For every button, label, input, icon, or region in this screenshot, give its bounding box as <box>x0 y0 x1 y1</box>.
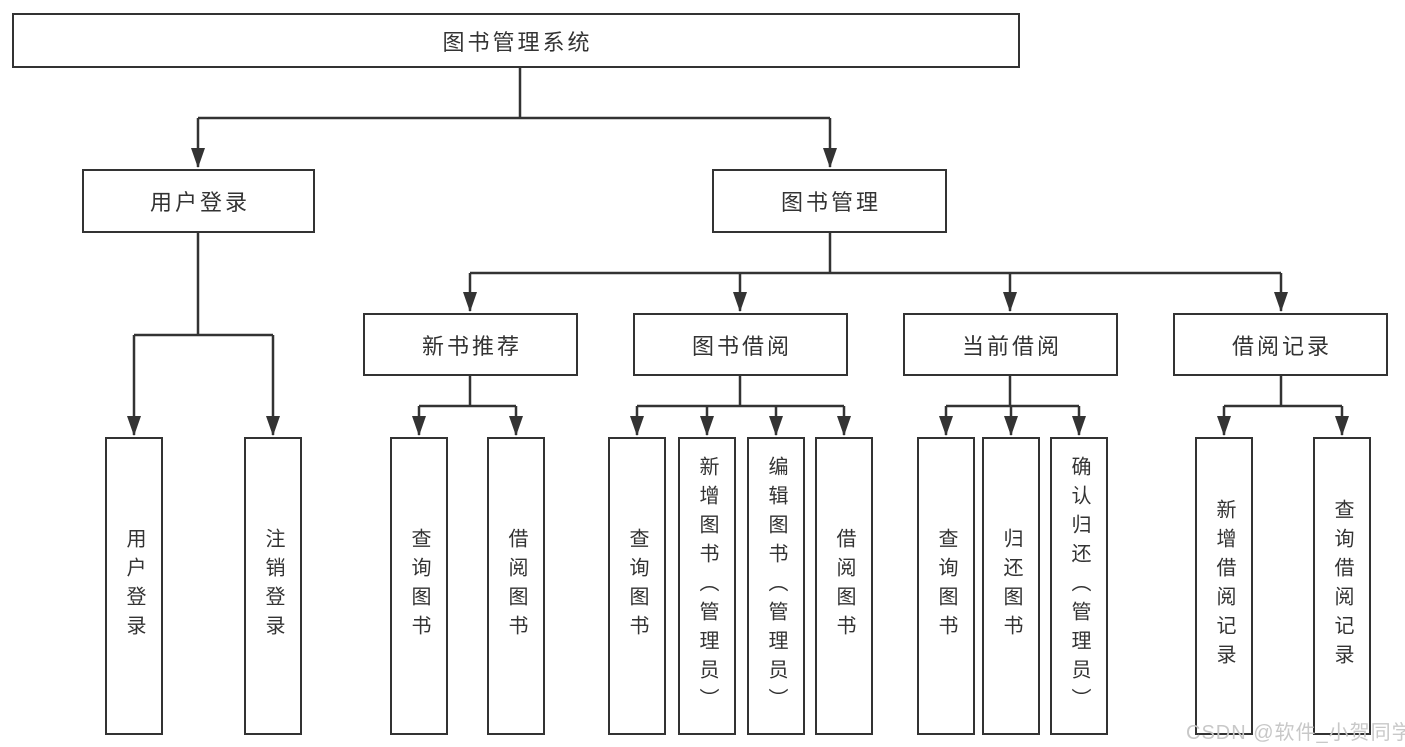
node-new-book-recommend: 新书推荐 <box>363 313 578 376</box>
leaf-user-login: 用户登录 <box>105 437 163 735</box>
leaf-logout: 注销登录 <box>244 437 302 735</box>
csdn-watermark: CSDN @软件_小贺同学 <box>1186 722 1405 744</box>
leaf-borrowing-borrow-books: 借阅图书 <box>815 437 873 735</box>
leaf-records-query-record: 查询借阅记录 <box>1313 437 1371 735</box>
leaf-records-add-record: 新增借阅记录 <box>1195 437 1253 735</box>
leaf-borrowing-query-books: 查询图书 <box>608 437 666 735</box>
leaf-recommend-query-books: 查询图书 <box>390 437 448 735</box>
node-current-borrowing: 当前借阅 <box>903 313 1118 376</box>
leaf-current-confirm-return-admin: 确认归还（管理员） <box>1050 437 1108 735</box>
node-book-management: 图书管理 <box>712 169 947 233</box>
node-user-login: 用户登录 <box>82 169 315 233</box>
leaf-borrowing-edit-books-admin: 编辑图书（管理员） <box>747 437 805 735</box>
leaf-current-return-books: 归还图书 <box>982 437 1040 735</box>
node-root-system: 图书管理系统 <box>12 13 1020 68</box>
leaf-borrowing-add-books-admin: 新增图书（管理员） <box>678 437 736 735</box>
node-book-borrowing: 图书借阅 <box>633 313 848 376</box>
node-borrowing-records: 借阅记录 <box>1173 313 1388 376</box>
leaf-current-query-books: 查询图书 <box>917 437 975 735</box>
leaf-recommend-borrow-books: 借阅图书 <box>487 437 545 735</box>
